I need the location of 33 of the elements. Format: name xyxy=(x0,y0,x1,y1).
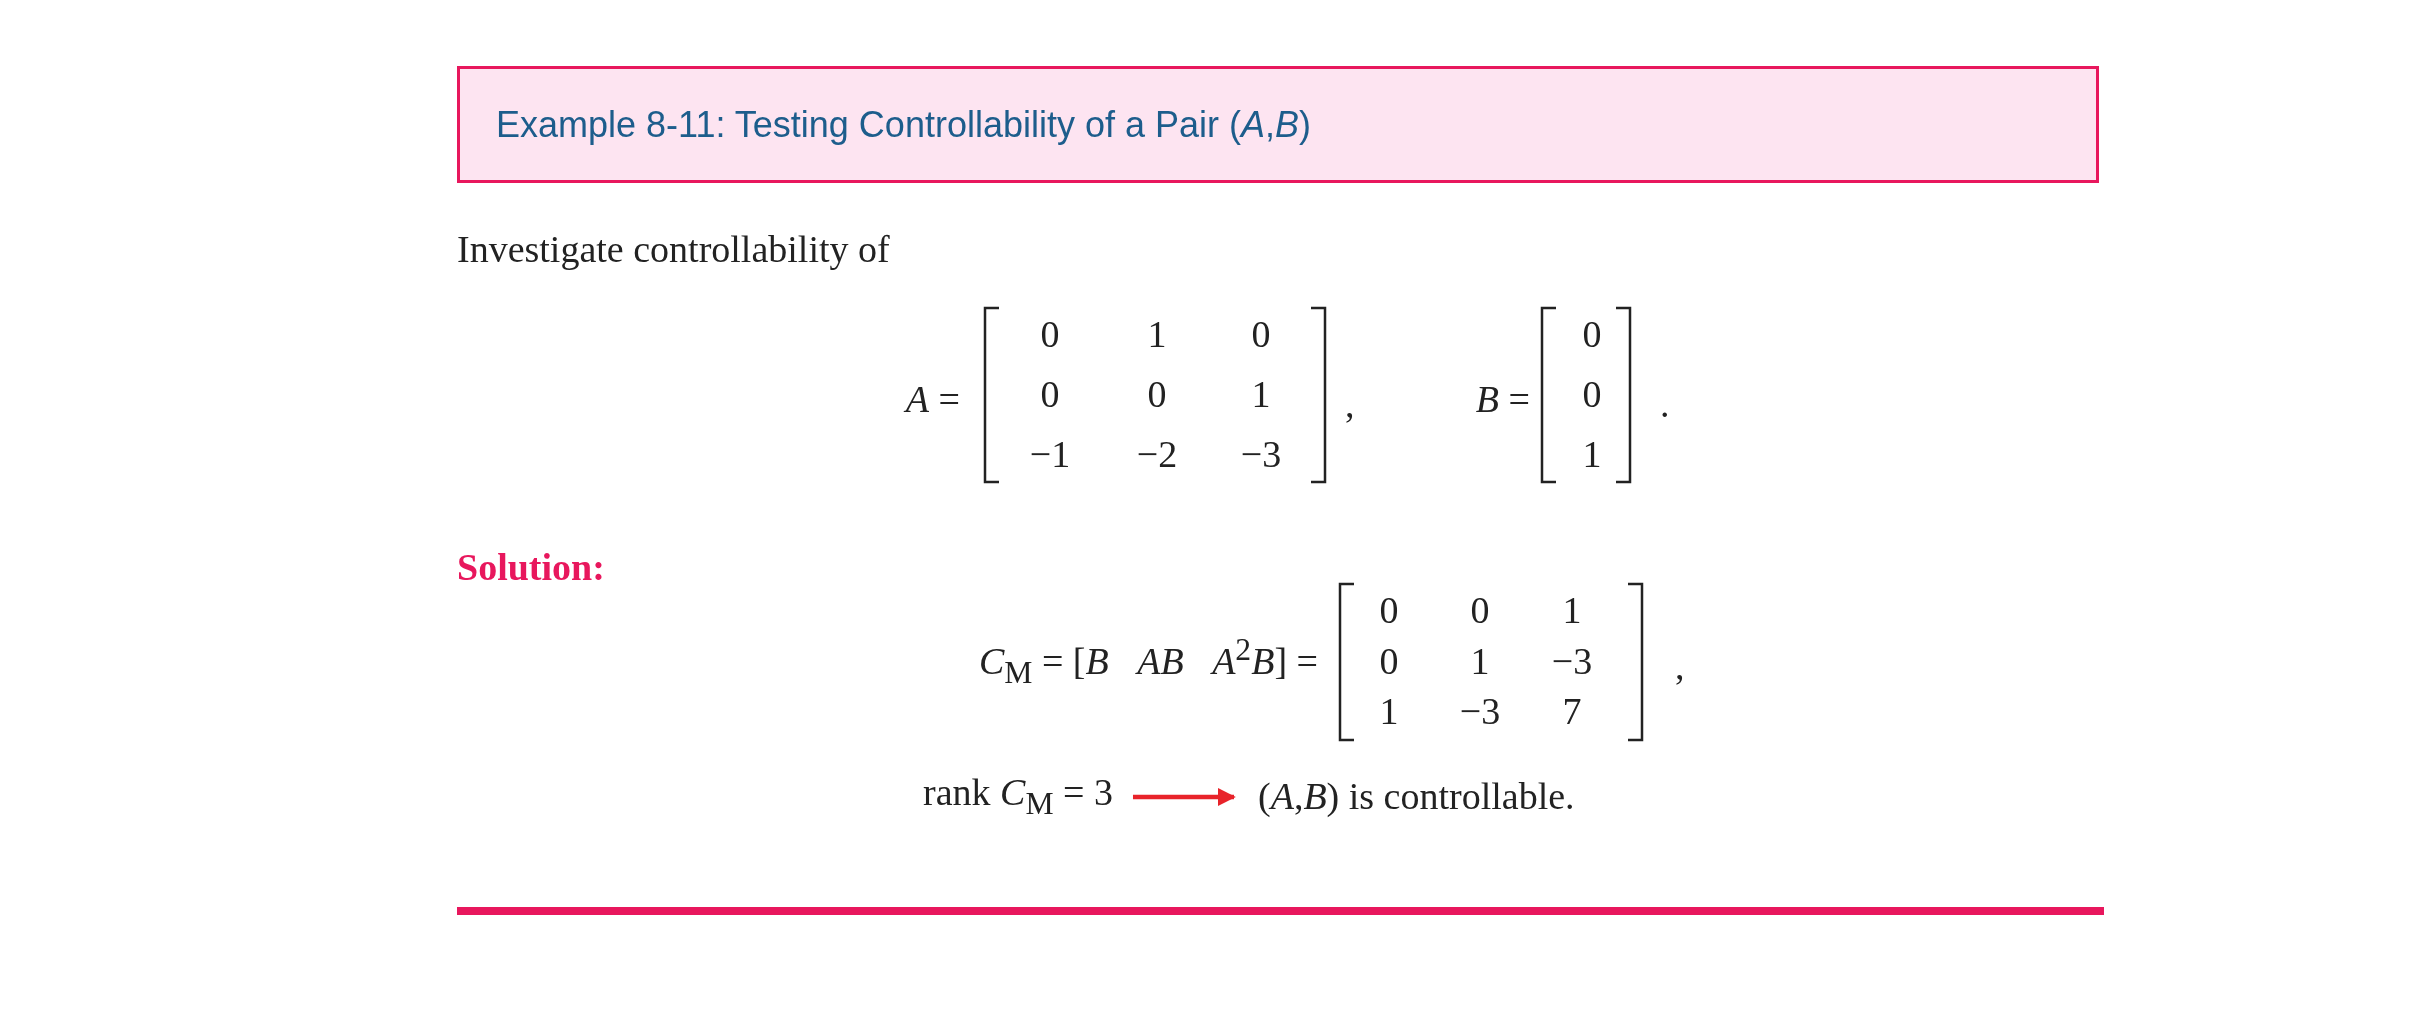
matrix-entry: 0 xyxy=(1379,590,1399,632)
matrix-entry: 0 xyxy=(1470,590,1490,632)
matrix-entry: 1 xyxy=(1562,590,1582,632)
matrix-entry: 1 xyxy=(1470,641,1490,683)
matrix-entry: 0 xyxy=(1040,314,1060,356)
matrix-entry: −3 xyxy=(1551,641,1593,683)
equation-label: C$_{M}$ = [B AB A$^{2}$B] = xyxy=(978,633,1318,691)
intro-sentence: Investigate controllability of xyxy=(457,229,890,271)
equation-label: A = xyxy=(905,379,960,421)
punctuation: , xyxy=(1675,646,1685,688)
matrix-entry: 1 xyxy=(1251,374,1271,416)
matrix-entry: 1 xyxy=(1379,691,1399,733)
arrow xyxy=(1133,788,1236,806)
matrix-entry: 1 xyxy=(1147,314,1167,356)
matrix-entry: −3 xyxy=(1459,691,1501,733)
matrix-entry: −1 xyxy=(1029,434,1071,476)
matrix-entry: −2 xyxy=(1136,434,1178,476)
matrix-entry: 0 xyxy=(1379,641,1399,683)
solution-heading: Solution: xyxy=(457,547,605,589)
punctuation: . xyxy=(1660,384,1670,426)
matrix-entry: 0 xyxy=(1582,374,1602,416)
punctuation: , xyxy=(1345,384,1355,426)
title: Example 8-11: Testing Controllability of a Pair (A,B) xyxy=(496,103,1312,146)
equation-label: B = xyxy=(1475,379,1530,421)
matrix-entry: 0 xyxy=(1251,314,1271,356)
matrix-entry: 0 xyxy=(1582,314,1602,356)
matrix-entry: 0 xyxy=(1147,374,1167,416)
equation-text: (A,B) is controllable. xyxy=(1258,776,1575,818)
matrix-entry: 7 xyxy=(1562,691,1582,733)
equation-text: rank C$_{M}$ = 3 xyxy=(923,772,1113,822)
matrix-entry: 0 xyxy=(1040,374,1060,416)
matrix-entry: −3 xyxy=(1240,434,1282,476)
matrix-entry: 1 xyxy=(1582,434,1602,476)
